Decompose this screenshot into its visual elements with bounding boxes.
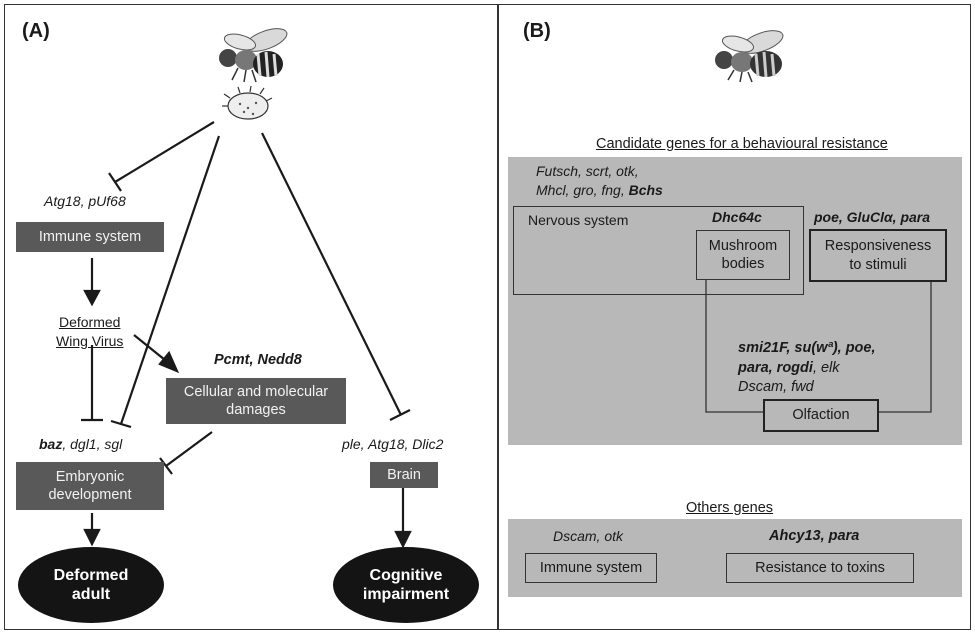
damage-line1: Cellular and molecular (183, 383, 329, 400)
genes-embryo-rest: , dgl1, sgl (62, 436, 123, 452)
immune-system-box-a: Immune system (16, 222, 164, 252)
nervous-genes-bold: Bchs (628, 181, 663, 198)
responsiveness-line1: Responsiveness (824, 238, 932, 255)
immune-system-label-a: Immune system (38, 228, 142, 245)
mushroom-line1: Mushroom (708, 237, 778, 254)
immune-genes-b: Dscam, otk (553, 528, 624, 544)
genes-brain: ple, Atg18, Dlic2 (342, 436, 444, 452)
genes-embryo: baz, dgl1, sgl (39, 436, 122, 452)
cognitive-line2: impairment (362, 586, 450, 603)
responsiveness-box: Responsiveness to stimuli (809, 229, 947, 282)
genes-damage: Pcmt, Nedd8 (214, 352, 302, 368)
toxin-genes: Ahcy13, para (769, 528, 860, 544)
embryo-line1: Embryonic (55, 468, 125, 485)
nervous-genes-line1: Futsch, scrt, otk, (536, 163, 639, 179)
candidate-genes-heading: Candidate genes for a behavioural resist… (596, 136, 888, 152)
cognitive-line1: Cognitive (369, 566, 443, 584)
embryonic-development-box: Embryonic development (16, 462, 164, 510)
mushroom-bodies-box: Mushroom bodies (696, 230, 790, 280)
panel-b-label: (B) (523, 20, 551, 42)
damage-line2: damages (226, 402, 286, 418)
dwv-line1: Deformed (58, 314, 121, 330)
candidate-genes-region (508, 157, 962, 445)
olfaction-genes: smi21F, su(wª), poe, para, rogdi, elk Ds… (738, 339, 876, 398)
olfaction-genes-line2-rest: , elk (812, 359, 840, 376)
olfaction-box: Olfaction (763, 399, 879, 432)
mushroom-line2: bodies (721, 256, 765, 272)
olfaction-genes-line2-bold: para, rogdi (738, 359, 813, 376)
genes-embryo-bold: baz (39, 436, 63, 452)
olfaction-genes-line1: smi21F, su(wª), poe, (738, 340, 876, 356)
deformed-line1: Deformed (53, 566, 129, 584)
mushroom-genes: Dhc64c (712, 209, 762, 225)
nervous-genes-line2: Mhcl, gro, fng, (536, 181, 629, 198)
deformed-line2: adult (71, 586, 111, 603)
nervous-genes: Futsch, scrt, otk, Mhcl, gro, fng, Bchs (536, 162, 663, 200)
immune-system-box-b: Immune system (525, 553, 657, 583)
others-genes-heading: Others genes (686, 500, 774, 516)
deformed-adult-ellipse: Deformed adult (18, 547, 164, 623)
cellular-damage-box: Cellular and molecular damages (166, 378, 346, 424)
dwv-line2: Wing Virus (56, 332, 124, 349)
brain-box: Brain (370, 462, 438, 488)
immune-system-label-b: Immune system (539, 560, 643, 576)
others-genes-region (508, 519, 962, 597)
resistance-toxins-label: Resistance to toxins (755, 560, 885, 576)
cognitive-impairment-ellipse: Cognitive impairment (333, 547, 479, 623)
resistance-toxins-box: Resistance to toxins (726, 553, 914, 583)
responsiveness-genes: poe, GluClα, para (814, 209, 931, 225)
nervous-system-box (513, 206, 804, 295)
brain-label: Brain (387, 466, 421, 483)
nervous-system-label: Nervous system (528, 212, 629, 228)
olfaction-label: Olfaction (792, 407, 850, 424)
responsiveness-line2: to stimuli (849, 256, 907, 273)
olfaction-genes-line3: Dscam, fwd (738, 379, 814, 396)
panel-a-label: (A) (22, 20, 50, 42)
deformed-wing-virus-label: Deformed Wing Virus (56, 313, 123, 351)
genes-immune-a: Atg18, pUf68 (44, 193, 126, 209)
embryo-line2: development (48, 487, 132, 503)
